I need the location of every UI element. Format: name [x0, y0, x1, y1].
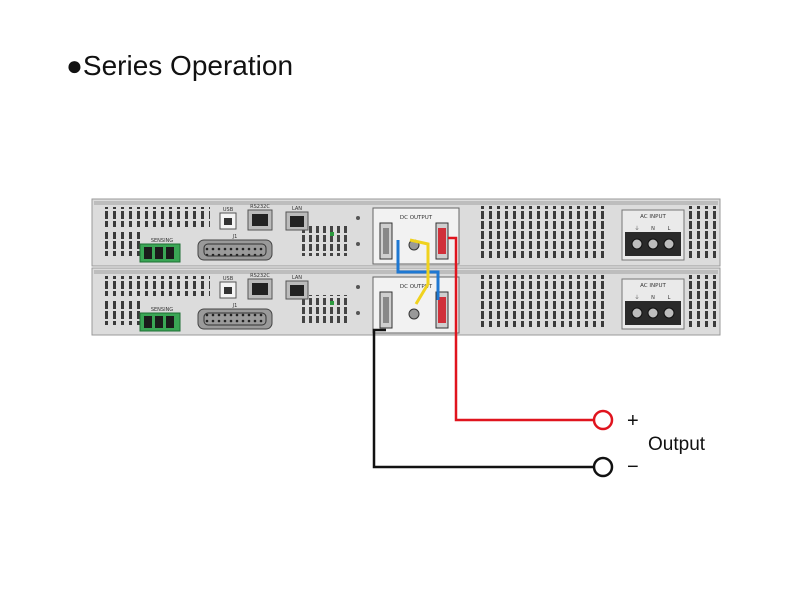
negative-output-terminal	[592, 456, 614, 478]
ac-terminal-l: L	[668, 295, 671, 301]
ac-input-label: AC INPUT	[640, 214, 666, 220]
usb-label: USB	[223, 207, 234, 213]
j1-connector-lower: J1	[197, 303, 273, 330]
link-wire-blue	[396, 240, 440, 300]
j1-label: J1	[232, 234, 238, 240]
ac-terminal-n: N	[651, 226, 655, 232]
lan-label: LAN	[292, 275, 302, 281]
link-wire-yellow	[409, 238, 430, 305]
sensing-label: SENSING	[151, 238, 173, 244]
positive-output-wire	[448, 236, 594, 422]
ac-terminal-ground: ⏚	[634, 225, 639, 232]
ac-input-label: AC INPUT	[640, 283, 666, 289]
output-label: Output	[648, 434, 706, 455]
rs232c-port-lower: RS232C	[247, 273, 273, 300]
rs232c-label: RS232C	[250, 273, 270, 279]
j1-label: J1	[232, 303, 238, 309]
page-title: ●Series Operation	[66, 50, 294, 81]
ac-terminal-ground: ⏚	[634, 294, 639, 301]
lan-label: LAN	[292, 206, 302, 212]
j1-connector-upper: J1	[197, 234, 273, 261]
dc-output-panel-upper: DC OUTPUT	[372, 207, 460, 265]
lan-port-upper: LAN	[285, 206, 309, 231]
usb-label: USB	[223, 276, 234, 282]
output-minus-sign: −	[627, 456, 639, 478]
lan-port-lower: LAN	[285, 275, 309, 300]
sensing-connector-lower: SENSING	[139, 307, 181, 332]
positive-output-terminal	[592, 409, 614, 431]
dc-output-label: DC OUTPUT	[400, 284, 433, 290]
power-supply-unit-upper: USB RS232C LAN SENSING J1	[91, 198, 721, 267]
ac-input-upper: AC INPUT ⏚ N L	[621, 209, 685, 261]
ac-terminal-n: N	[651, 295, 655, 301]
sensing-label: SENSING	[151, 307, 173, 313]
dc-output-panel-lower: DC OUTPUT	[372, 276, 460, 334]
power-supply-unit-lower: USB RS232C LAN SENSING J1 D	[91, 267, 721, 336]
negative-output-wire	[372, 328, 594, 469]
dc-output-label: DC OUTPUT	[400, 215, 433, 221]
usb-port-upper: USB	[219, 207, 237, 230]
rs232c-label: RS232C	[250, 204, 270, 210]
ac-input-lower: AC INPUT ⏚ N L	[621, 278, 685, 330]
usb-port-lower: USB	[219, 276, 237, 299]
sensing-connector-upper: SENSING	[139, 238, 181, 263]
ac-terminal-l: L	[668, 226, 671, 232]
output-plus-sign: +	[627, 410, 639, 432]
rs232c-port-upper: RS232C	[247, 204, 273, 231]
